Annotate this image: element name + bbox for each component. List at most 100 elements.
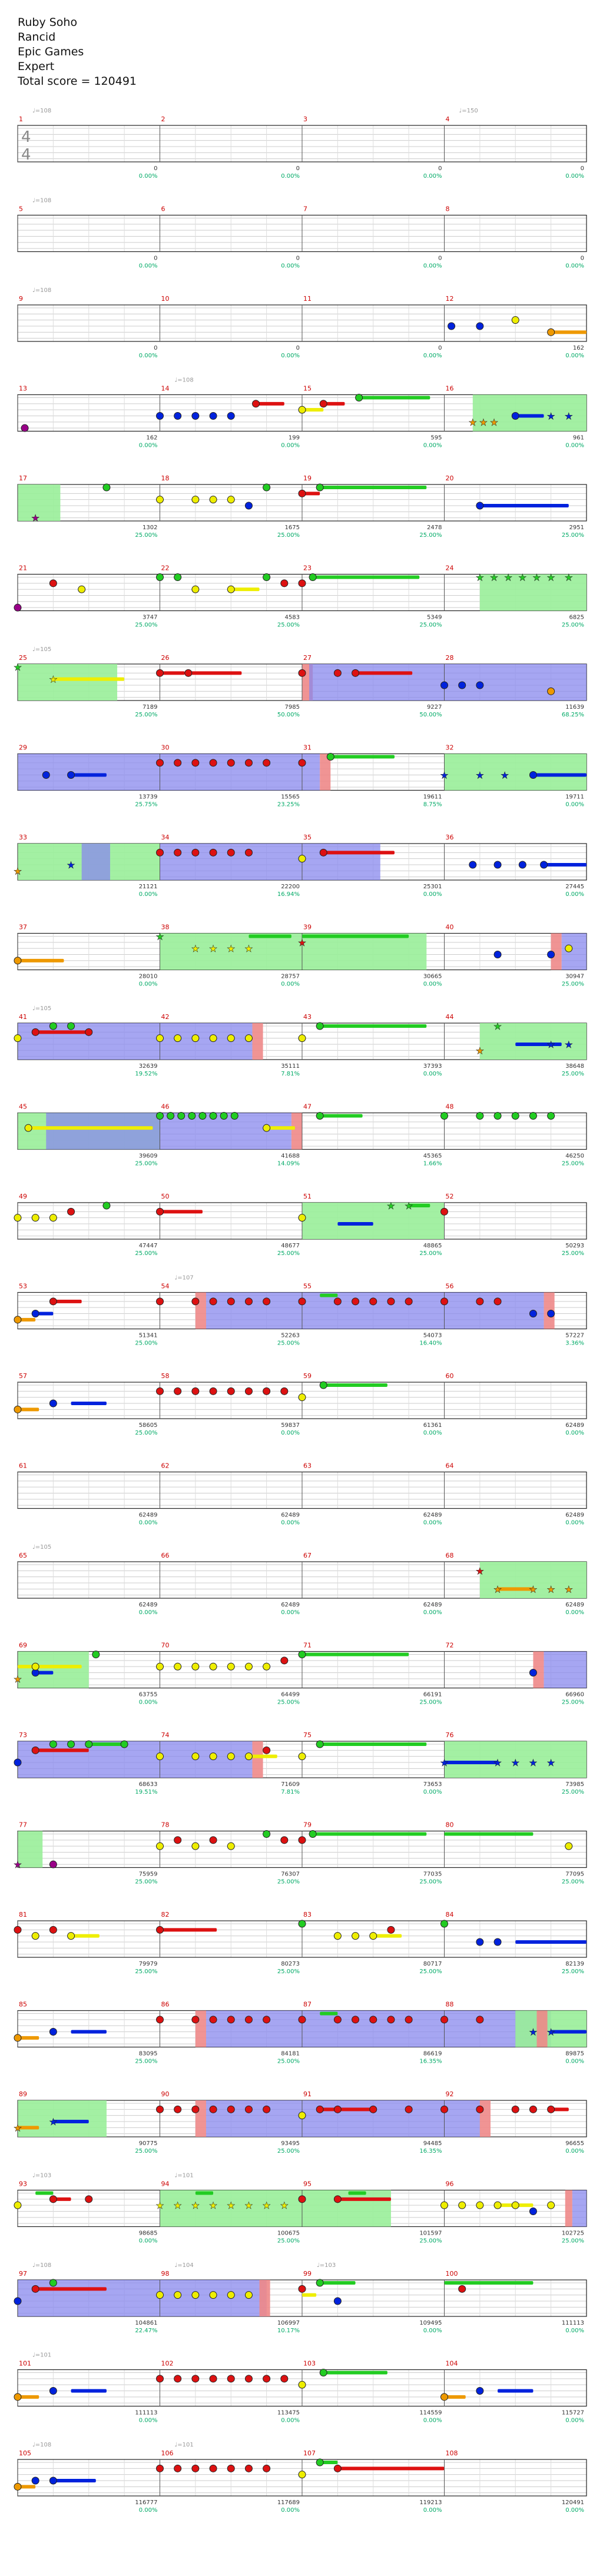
note-gem [227,1297,235,1306]
note-gem [49,1022,57,1030]
measure-percent: 16.35% [419,2059,442,2065]
star-note: ★ [493,1757,502,1768]
sustain-bar [28,1126,153,1130]
measure-number: 87 [303,2001,312,2009]
sustain-bar [320,2461,338,2464]
measure-number: 98 [161,2270,170,2278]
note-gem [227,1842,235,1850]
measure-number: 64 [446,1462,454,1470]
band-act [252,1741,263,1778]
measure-score: 21121 [139,884,158,890]
measure-number: 57 [19,1372,27,1380]
sustain-bar [444,2395,466,2399]
measure-score: 199 [289,435,300,441]
star-note: ★ [14,865,22,877]
song-header: Ruby Soho Rancid Epic Games Expert Total… [18,15,137,89]
note-gem [156,1112,164,1120]
measure-number: 9 [19,295,23,303]
measure-number: 22 [161,565,170,572]
note-gem [369,1297,377,1306]
measure-score: 0 [438,345,442,351]
note-gem [174,2105,182,2113]
measure-number: 12 [446,295,454,303]
measure-percent: 0.00% [565,173,584,180]
sustain-bar [160,1928,217,1932]
measure-score: 100675 [277,2230,300,2237]
measure-score: 35111 [281,1063,300,1070]
note-gem [244,2016,253,2024]
measure-percent: 25.00% [562,1071,584,1077]
measure-number: 6 [161,205,165,213]
star-note: ★ [244,943,253,954]
measure-number: 81 [19,1911,27,1918]
note-gem [209,759,217,767]
band-sp [479,1023,587,1060]
sustain-bar [18,2036,39,2040]
sustain-bar [444,1832,534,1836]
measure-percent: 0.00% [423,1520,442,1526]
note-gem [387,1297,395,1306]
note-gem [31,1310,39,1317]
note-gem [309,573,317,581]
note-gem [547,2201,555,2209]
measure-score: 30947 [565,974,584,980]
note-gem [469,861,477,869]
measure-percent: 0.00% [423,891,442,898]
note-gem [440,681,448,689]
note-gem [85,1028,93,1036]
note-gem [440,2201,448,2209]
note-gem [298,1752,306,1761]
measure-percent: 25.75% [135,802,157,808]
measure-percent: 25.00% [135,1968,157,1975]
measure-percent: 25.00% [562,2238,584,2245]
band-solo [46,1113,160,1150]
note-gem [14,2393,22,2401]
measure-percent: 25.00% [135,2148,157,2155]
note-gem [493,951,502,958]
measure-number: 103 [303,2360,316,2368]
measure-percent: 7.81% [281,1789,300,1795]
star-note: ★ [504,572,512,583]
note-gem [156,759,164,767]
note-gem [209,1297,217,1306]
measure-percent: 25.00% [135,1250,157,1257]
sustain-bar [18,1665,82,1669]
note-gem [440,2016,448,2024]
measure-percent: 0.00% [423,1071,442,1077]
measure-number: 33 [19,834,27,841]
note-gem [309,1830,317,1838]
star-note: ★ [493,1584,502,1595]
measure-score: 77035 [423,1871,442,1878]
measure-number: 72 [446,1642,454,1649]
band-sp [160,2190,302,2227]
band-act [551,933,562,970]
note-gem [14,603,22,612]
star-note: ★ [479,417,488,428]
measure-number: 28 [446,654,454,662]
note-gem [280,579,289,587]
measure-number: 23 [303,565,312,572]
note-gem [31,1932,39,1940]
measure-number: 94 [161,2180,170,2188]
measure-score: 48677 [281,1243,300,1249]
sustain-bar [479,504,569,507]
band-solo [444,2100,480,2137]
note-gem [263,759,271,767]
note-gem [102,483,111,492]
star-note: ★ [209,943,217,954]
measure-score: 1302 [143,525,157,531]
measure-percent: 25.00% [135,622,157,629]
note-gem [92,1651,100,1658]
tempo-marker: ♩=101 [175,2442,194,2448]
measure-score: 62489 [565,1422,584,1429]
measure-score: 46250 [565,1153,584,1160]
band-solo [309,664,445,701]
sustain-bar [337,2197,391,2201]
sustain-bar [409,1204,430,1207]
measure-number: 56 [446,1283,454,1290]
band-solo [18,2280,160,2316]
measure-percent: 0.00% [565,263,584,270]
measure-number: 91 [303,2090,312,2098]
measure-percent: 25.00% [562,1250,584,1257]
band-sp [515,2010,587,2047]
